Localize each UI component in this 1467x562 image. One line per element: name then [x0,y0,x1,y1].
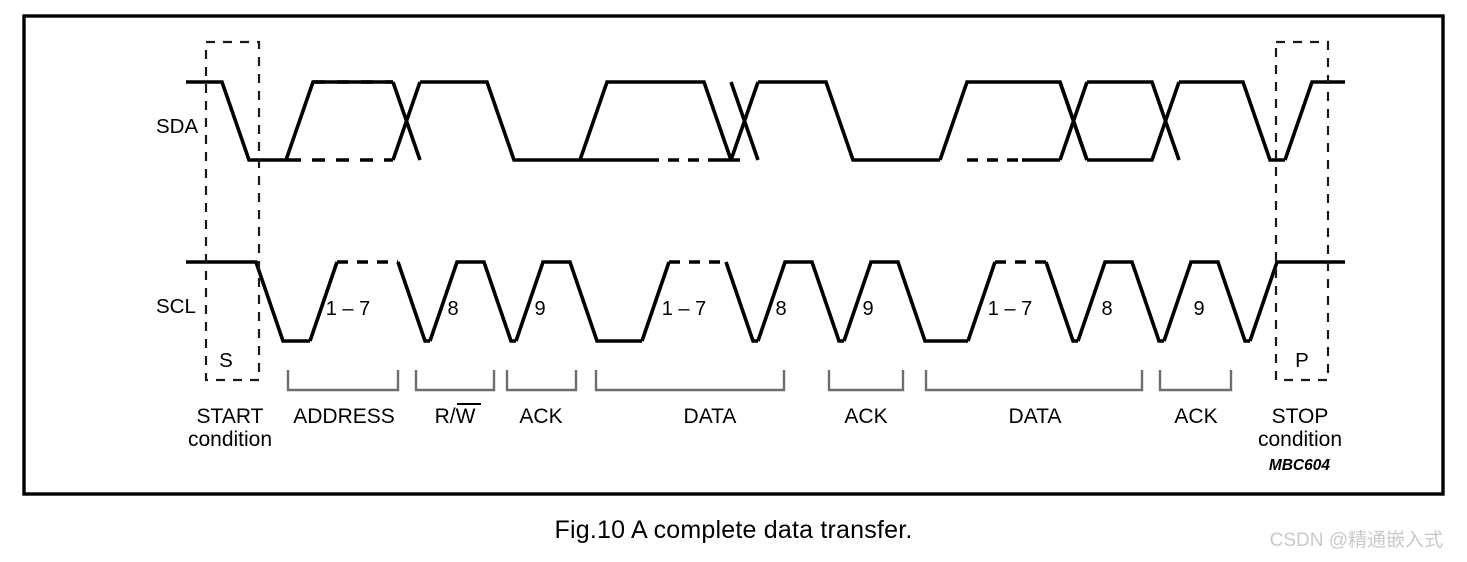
scl-g3-p2 [1076,260,1164,343]
phase-label-ack2: ACK [844,405,887,428]
clock-label-d1-1-7: 1 – 7 [662,298,706,320]
sda-crossover-4 [1087,80,1181,162]
scl-stop-rise [1248,260,1345,342]
sda-data2-rise [938,80,1000,161]
scl-g1-p2 [428,260,516,343]
scl-g2-p3 [842,260,968,343]
sda-ack-rise [578,80,648,161]
watermark-label: CSDN @精通嵌入式 [1269,530,1443,551]
bracket-ack1 [505,370,578,392]
start-symbol-label: S [219,349,233,372]
figure-caption: Fig.10 A complete data transfer. [554,516,913,544]
stop-condition-box [1274,40,1330,382]
scl-start-fall [186,260,310,343]
phase-label-data2: DATA [1009,405,1062,428]
scl-waveform [186,260,1345,343]
bracket-data2 [924,370,1144,392]
bracket-address [286,370,400,392]
sda-signal-label: SDA [156,115,198,138]
sda-ack3-block [1179,80,1285,162]
scl-g3-p1-rise [966,261,997,342]
clock-label-d1-8: 8 [775,298,786,320]
clock-label-d2-9: 9 [1193,298,1204,320]
phase-label-rw-group: R/W [435,403,481,428]
scl-g1-p1-fall [396,261,430,343]
start-condition-label-line2: condition [188,428,272,451]
clock-label-a1-7: 1 – 7 [326,298,370,320]
clock-label-d1-9: 9 [862,298,873,320]
stop-symbol-label: P [1295,349,1309,372]
sda-crossover-2 [729,81,760,161]
scl-g1-p3 [514,260,642,343]
sda-stop-edge [1283,80,1345,161]
phase-label-ack3: ACK [1174,405,1217,428]
clock-label-d2-1-7: 1 – 7 [988,298,1032,320]
sda-address-rise [284,80,393,161]
scl-g1-p1-rise [308,261,339,342]
sda-waveform [186,80,1345,162]
start-condition-label-line1: START [197,405,264,428]
scl-g2-p1-rise [640,261,671,342]
clock-label-d2-8: 8 [1101,298,1112,320]
scl-g3-p3 [1162,260,1250,343]
scl-g3-p1-fall [1044,261,1078,343]
bracket-rw [414,370,496,392]
stop-condition-label-line2: condition [1258,428,1342,451]
phase-label-rw: R/W [435,405,476,428]
figure-border [22,14,1445,496]
scl-g2-p1-fall [724,261,758,343]
sda-crossover-3 [1058,81,1089,161]
sda-data1-block [758,80,940,162]
scl-g2-p2 [756,260,844,343]
sda-crossover-1 [391,81,422,161]
phase-label-address: ADDRESS [293,405,395,428]
phase-brackets [286,370,1233,392]
start-condition-box [204,40,261,382]
bracket-data1 [594,370,786,392]
sda-start-edge [186,80,288,162]
phase-label-ack1: ACK [519,405,562,428]
sda-ack-high [648,80,733,161]
stop-condition-label-line1: STOP [1272,405,1329,428]
clock-label-a8: 8 [447,298,458,320]
sda-bit8-pulse [420,80,580,162]
bracket-ack2 [827,370,905,392]
phase-label-data1: DATA [684,405,737,428]
bracket-ack3 [1158,370,1233,392]
clock-label-a9: 9 [534,298,545,320]
figure-code-label: MBC604 [1269,457,1331,474]
scl-signal-label: SCL [156,295,196,318]
